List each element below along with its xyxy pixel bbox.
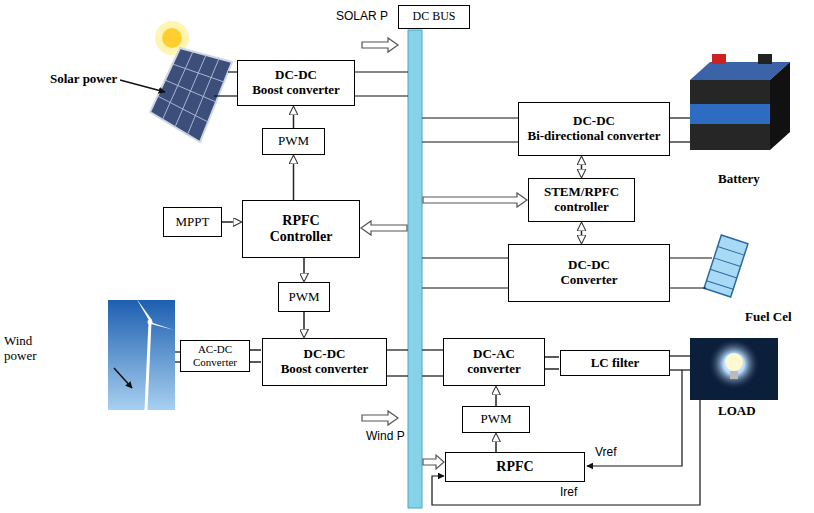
flow-label: Wind P — [366, 430, 405, 444]
fuel-cell-picture — [704, 235, 748, 297]
controller-box: STEM/RPFCcontroller — [528, 178, 635, 222]
box-text: Converter — [560, 273, 617, 288]
dc-bus-bar — [408, 30, 422, 508]
box-text: Boost converter — [252, 83, 340, 98]
power-flow-arrow — [361, 38, 527, 469]
connector — [495, 387, 497, 406]
connector — [303, 258, 305, 281]
battery-picture — [690, 54, 790, 150]
source-label: Solar power — [50, 72, 117, 87]
box-text: Boost converter — [281, 362, 369, 377]
box-text: PWM — [480, 412, 511, 427]
connector — [303, 312, 305, 337]
converter-box: DC-DCBoost converter — [262, 338, 387, 386]
box-text: converter — [467, 362, 520, 377]
converter-box: DC-DCBoost converter — [237, 60, 355, 106]
box-text: DC-DC — [304, 347, 346, 362]
pwm-box: PWM — [278, 282, 330, 312]
wind-turbine — [108, 298, 175, 410]
signal-name: Iref — [560, 486, 577, 500]
connector — [293, 107, 295, 128]
converter-box: AC-DCConverter — [180, 340, 250, 372]
box-text: controller — [554, 200, 609, 215]
box-text: STEM/RPFC — [544, 185, 619, 200]
connector — [581, 223, 583, 243]
wires — [175, 72, 712, 505]
box-text: Converter — [193, 356, 237, 369]
converter-box: DC-DCConverter — [508, 244, 670, 302]
box-text: RPFC — [282, 213, 319, 229]
connector — [545, 357, 559, 369]
mppt-box: MPPT — [163, 207, 222, 237]
box-text: DC-AC — [473, 347, 515, 362]
box-text: DC BUS — [412, 10, 455, 24]
box-text: PWM — [278, 134, 309, 149]
box-text: DC-DC — [568, 258, 610, 273]
box-text: MPPT — [176, 215, 210, 230]
converter-box: DC-DCBi-directional converter — [518, 102, 670, 156]
box-text: PWM — [288, 290, 319, 305]
box-text: AC-DC — [198, 343, 232, 356]
box-text: Bi-directional converter — [528, 129, 661, 144]
connector — [495, 434, 497, 452]
solar-panel — [150, 21, 232, 142]
box-text: Controller — [270, 229, 333, 245]
box-text: RPFC — [496, 459, 533, 475]
connector — [250, 350, 261, 362]
connector — [581, 157, 583, 177]
source-label: Fuel Cel — [745, 310, 792, 325]
source-label: Wind power — [4, 334, 48, 364]
leader-line — [114, 368, 132, 388]
connector — [293, 156, 295, 200]
flow-label: SOLAR P — [336, 10, 388, 24]
signal-name: Vref — [595, 446, 617, 460]
controller-box: RPFC — [445, 452, 585, 482]
filter-box: LC filter — [560, 350, 670, 376]
bus-title-box: DC BUS — [398, 5, 470, 29]
connector — [222, 221, 241, 223]
pwm-box: PWM — [462, 406, 530, 433]
load-picture — [690, 338, 778, 400]
converter-box: DC-ACconverter — [443, 338, 545, 386]
box-text: DC-DC — [573, 114, 615, 129]
box-text: LC filter — [591, 356, 640, 371]
pwm-box: PWM — [262, 128, 325, 155]
load-label: LOAD — [718, 404, 756, 419]
source-label: Battery — [718, 172, 760, 187]
box-text: DC-DC — [275, 68, 317, 83]
leader-line — [120, 80, 165, 92]
controller-box: RPFCController — [242, 200, 360, 258]
